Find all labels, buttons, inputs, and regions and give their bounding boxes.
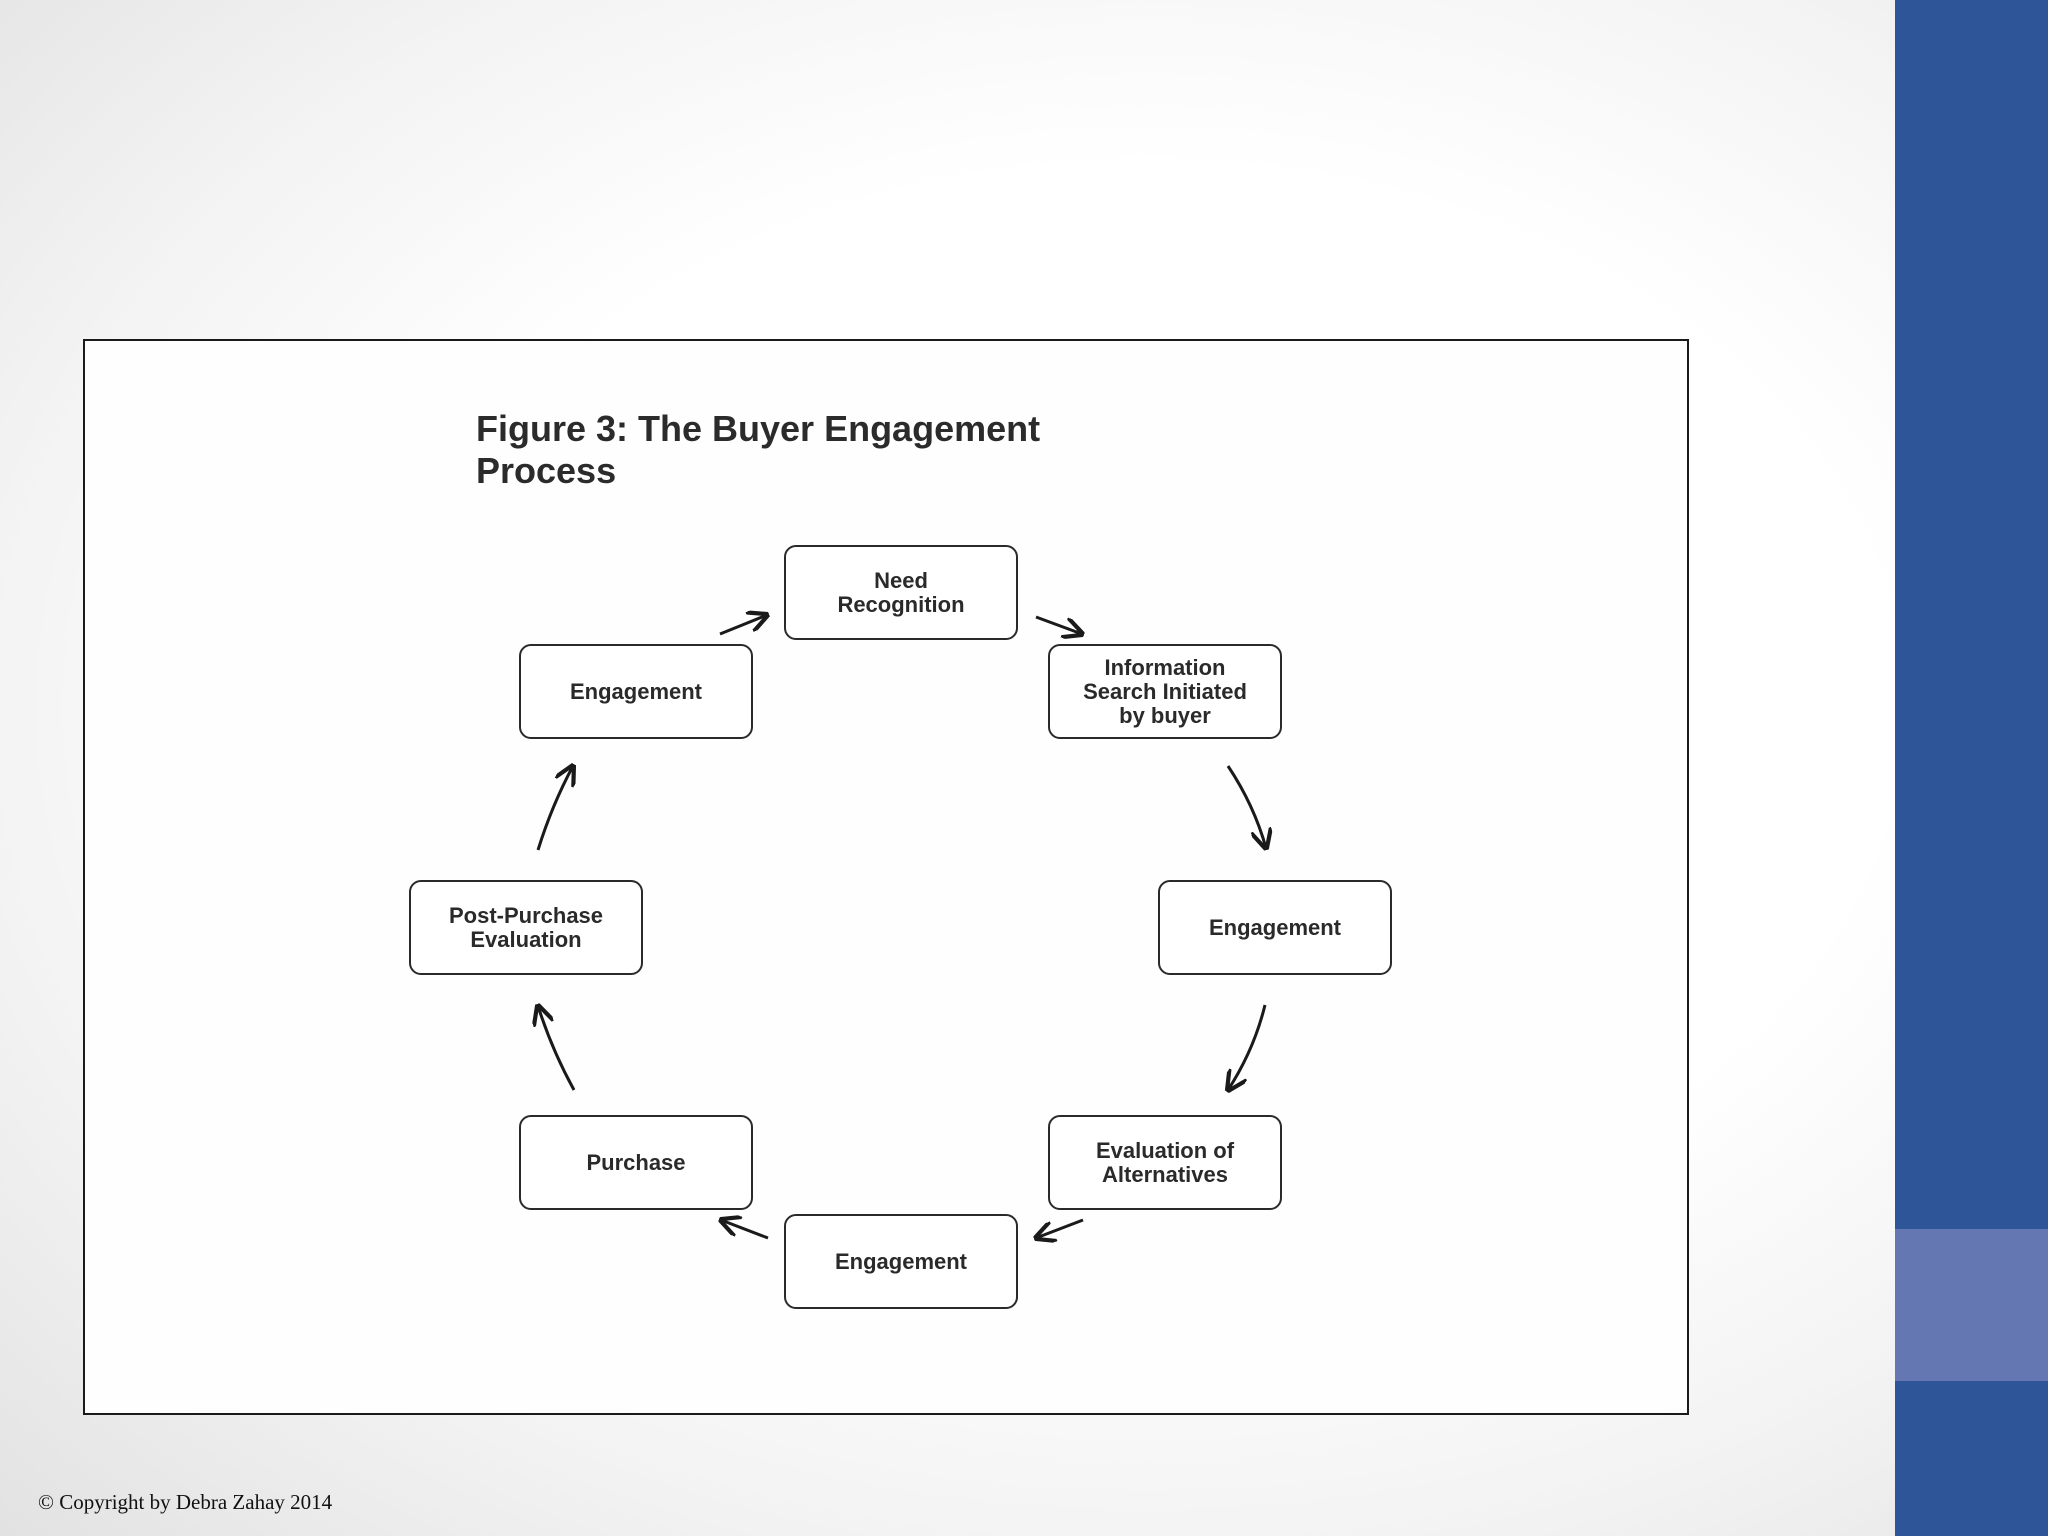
node-engagement-left: Engagement [519,644,753,739]
node-information-search: Information Search Initiated by buyer [1048,644,1282,739]
node-purchase: Purchase [519,1115,753,1210]
node-post-purchase-evaluation: Post-Purchase Evaluation [409,880,643,975]
sidebar-accent-bar [1895,0,2048,1536]
node-engagement-bottom: Engagement [784,1214,1018,1309]
node-evaluation-of-alternatives: Evaluation of Alternatives [1048,1115,1282,1210]
copyright-footer: © Copyright by Debra Zahay 2014 [38,1490,333,1514]
node-need-recognition: Need Recognition [784,545,1018,640]
sidebar-accent-band [1895,1229,2048,1381]
node-engagement-right: Engagement [1158,880,1392,975]
figure-title: Figure 3: The Buyer Engagement Process [476,408,1041,491]
